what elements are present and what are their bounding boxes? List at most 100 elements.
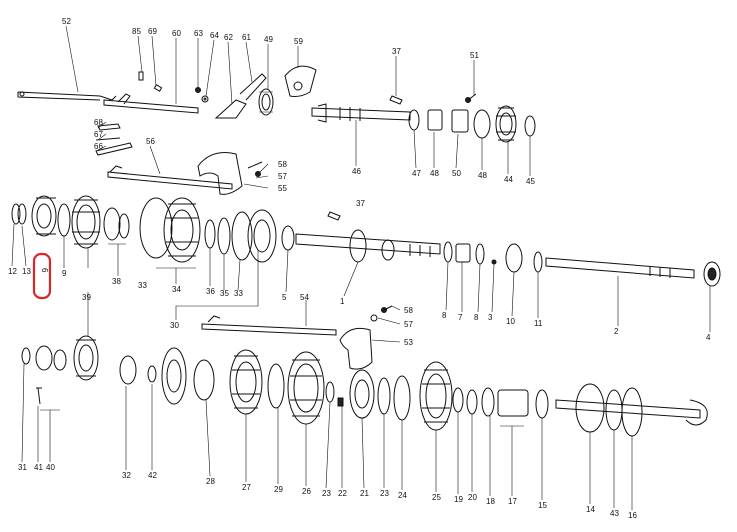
bearing-set-top [408, 93, 491, 139]
lever-62-61 [214, 73, 267, 119]
highlight-box [32, 252, 52, 300]
label-31: 31 [18, 463, 27, 472]
gear-33-34 [139, 197, 201, 263]
label-64: 64 [210, 31, 219, 40]
label-59: 59 [294, 37, 303, 46]
label-26: 26 [302, 487, 311, 496]
synchro-38 [103, 207, 130, 241]
label-62: 62 [224, 33, 233, 42]
bolt-41 [36, 387, 42, 405]
label-25: 25 [432, 493, 441, 502]
label-38: 38 [112, 277, 121, 286]
sleeve-5 [281, 225, 295, 251]
label-3: 3 [488, 313, 493, 322]
label-21: 21 [360, 489, 369, 498]
bush-32-42 [119, 355, 157, 385]
label-53: 53 [404, 338, 413, 347]
label-11: 11 [534, 319, 543, 328]
label-1: 1 [340, 297, 345, 306]
gear-28 [161, 347, 215, 405]
label-57-top: 57 [278, 172, 287, 181]
label-23-left: 23 [322, 489, 331, 498]
label-33-left: 33 [138, 281, 147, 290]
gear-25 [419, 361, 453, 431]
label-45: 45 [526, 177, 535, 186]
label-42: 42 [148, 471, 157, 480]
label-34: 34 [172, 285, 181, 294]
label-47: 47 [412, 169, 421, 178]
part-number-labels: 52 85 69 60 63 64 62 61 49 59 37 51 68 6… [8, 17, 711, 520]
output-gear-14-43-16 [555, 383, 708, 437]
label-63: 63 [194, 29, 203, 38]
label-12: 12 [8, 267, 17, 276]
washer-15 [535, 389, 549, 419]
pin-37-top [389, 95, 403, 105]
gear-27 [229, 349, 263, 415]
label-8-a: 8 [442, 311, 447, 320]
parts-3-10-11 [491, 243, 543, 273]
mainshaft-46 [311, 103, 411, 123]
fork-53 [339, 327, 373, 370]
label-10: 10 [506, 317, 515, 326]
label-48-top-a: 48 [430, 169, 439, 178]
label-50: 50 [452, 169, 461, 178]
label-16: 16 [628, 511, 637, 520]
gear-26 [287, 351, 325, 425]
parts-23-22 [325, 381, 344, 407]
label-54: 54 [300, 293, 309, 302]
label-33-right: 33 [234, 289, 243, 298]
ring-29 [267, 363, 285, 409]
label-40: 40 [46, 463, 55, 472]
label-30: 30 [170, 321, 179, 330]
ring-23-24 [377, 375, 411, 421]
label-36: 36 [206, 287, 215, 296]
fork-59 [284, 65, 317, 97]
label-60: 60 [172, 29, 181, 38]
label-66: 66 [94, 142, 103, 151]
label-7: 7 [458, 313, 463, 322]
label-58-bottom: 58 [404, 306, 413, 315]
selector-rod-52 [17, 91, 117, 101]
label-28: 28 [206, 477, 215, 486]
pin-85-69 [138, 71, 163, 92]
input-shaft-1 [295, 229, 441, 263]
label-49: 49 [264, 35, 273, 44]
parts-63-64 [195, 87, 209, 103]
gear-39-upper [71, 195, 101, 249]
label-52: 52 [62, 17, 71, 26]
label-39: 39 [82, 293, 91, 302]
label-29: 29 [274, 485, 283, 494]
pin-37-mid [327, 211, 341, 221]
label-24: 24 [398, 491, 407, 500]
label-69: 69 [148, 27, 157, 36]
label-15: 15 [538, 501, 547, 510]
circlips-12-13 [11, 203, 27, 225]
gear-39-lower [73, 335, 99, 381]
spring-plungers-68-67-66 [95, 123, 133, 156]
gear-33-right [231, 209, 277, 263]
label-44: 44 [504, 175, 513, 184]
label-48-top-b: 48 [478, 171, 487, 180]
label-18: 18 [486, 497, 495, 506]
nut-4 [703, 261, 721, 287]
label-61: 61 [242, 33, 251, 42]
label-2: 2 [614, 327, 619, 336]
label-37-top: 37 [392, 47, 401, 56]
label-58-top: 58 [278, 160, 287, 169]
selector-rod-54 [201, 315, 337, 336]
label-46: 46 [352, 167, 361, 176]
label-68: 68 [94, 118, 103, 127]
rings-36-35 [204, 217, 231, 255]
gear-21 [349, 369, 375, 419]
bearing-6 [31, 195, 57, 237]
label-35: 35 [220, 289, 229, 298]
bearing-31-40 [21, 345, 67, 371]
label-37-mid: 37 [356, 199, 365, 208]
label-9: 9 [62, 269, 67, 278]
label-19: 19 [454, 495, 463, 504]
gear-44 [495, 105, 517, 143]
leader-lines [11, 25, 711, 510]
label-67: 67 [94, 130, 103, 139]
